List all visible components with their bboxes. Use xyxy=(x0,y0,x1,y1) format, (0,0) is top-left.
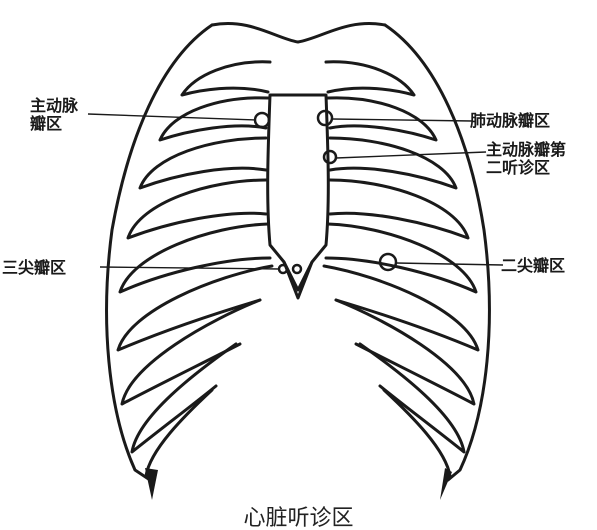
right-rib-8 xyxy=(360,344,464,452)
aortic-second-area-label-line2: 二听诊区 xyxy=(486,159,566,177)
right-rib-1 xyxy=(326,62,414,95)
aortic-second-area-label: 主动脉瓣第 二听诊区 xyxy=(486,141,566,177)
tricuspid-area-leader xyxy=(100,267,280,269)
tricuspid-area-label: 三尖瓣区 xyxy=(2,259,66,277)
left-rib-8 xyxy=(132,344,236,452)
mitral-area-label: 二尖瓣区 xyxy=(501,257,565,275)
aortic-area-label: 主动脉 瓣区 xyxy=(30,97,78,133)
aortic-second-area-marker xyxy=(324,151,336,163)
clavicle-top xyxy=(212,24,385,42)
aortic-area-leader xyxy=(88,114,256,120)
figure-caption: 心脏听诊区 xyxy=(0,500,597,530)
tricuspid-area-marker-2 xyxy=(293,265,301,273)
pulmonary-area-label: 肺动脉瓣区 xyxy=(470,112,550,130)
right-rib-6 xyxy=(324,266,478,350)
pulmonary-area-leader xyxy=(332,119,472,121)
left-rib-7 xyxy=(122,300,260,404)
left-rib-1 xyxy=(182,62,270,95)
right-rib-7 xyxy=(336,300,474,404)
right-rib-4 xyxy=(330,180,468,238)
aortic-area-marker xyxy=(255,113,269,127)
sternum xyxy=(268,95,329,290)
tricuspid-area-marker xyxy=(279,265,287,273)
aortic-area-label-line2: 瓣区 xyxy=(30,115,78,133)
right-rib-tip xyxy=(440,468,452,500)
left-rib-6 xyxy=(118,266,272,350)
left-rib-4 xyxy=(128,180,266,238)
aortic-second-area-label-line1: 主动脉瓣第 xyxy=(486,141,566,159)
aortic-area-label-line1: 主动脉 xyxy=(30,97,78,115)
mitral-area-marker xyxy=(380,254,396,270)
left-rib-tip xyxy=(145,468,158,500)
pulmonary-area-marker xyxy=(318,111,332,125)
